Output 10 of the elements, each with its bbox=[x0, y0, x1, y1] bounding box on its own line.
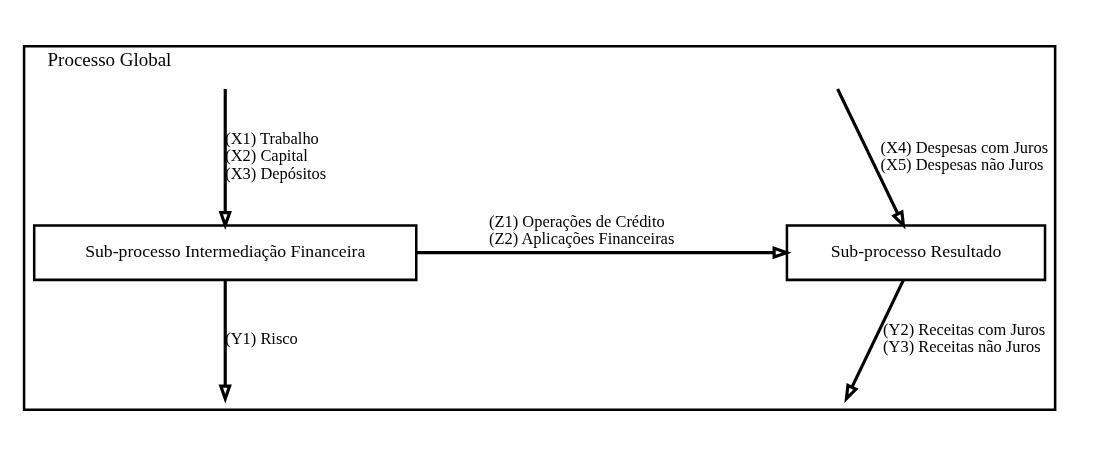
arrow bbox=[218, 280, 232, 404]
arrow bbox=[844, 279, 905, 404]
arrow bbox=[416, 246, 792, 260]
edge-label: (Z1) Operações de Crédito (Z2) Aplicações Financeiras bbox=[489, 211, 675, 249]
node-box: Sub-processo Intermediação Financeira bbox=[32, 224, 418, 282]
node-box: Sub-processo Resultado bbox=[785, 224, 1047, 282]
edge-label: (X4) Despesas com Juros (X5) Despesas não Juros bbox=[880, 137, 1049, 175]
arrow bbox=[218, 88, 232, 231]
arrow bbox=[836, 88, 906, 230]
edge-label: (Y2) Receitas com Juros (Y3) Receitas não Juros bbox=[883, 319, 1046, 357]
